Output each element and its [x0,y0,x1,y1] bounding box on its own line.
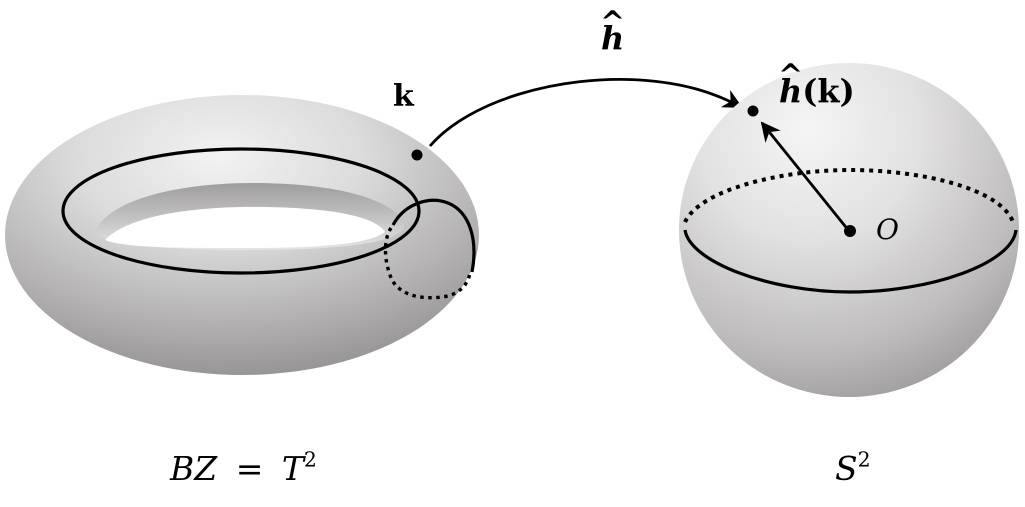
label-hk: ^ h (k) [778,61,855,110]
torus [5,95,479,375]
caption-torus: BZ = T2 [170,449,317,488]
hat-symbol: ^ [600,5,626,40]
sphere-equator-front [683,229,1018,294]
label-k-text: k [393,79,414,114]
origin-text: O [876,213,899,246]
hat-h-hk: ^ h [778,61,803,110]
caption-s: S [835,449,858,488]
sphere-equator-back [683,167,1015,223]
sphere [679,63,1019,397]
caption-t: T [281,449,304,488]
torus-longitudinal-loop [61,147,421,275]
label-k: k [393,82,414,112]
caption-t-exponent: 2 [303,447,317,472]
h-symbol: h [601,19,625,57]
torus-hole [105,206,385,248]
origin-dot [844,225,856,237]
h-symbol-hk: h [779,72,803,110]
hat-h: ^ h [600,8,625,57]
hat-symbol-hk: ^ [778,58,804,93]
label-map-h: ^ h [600,8,625,57]
caption-bz: BZ [170,449,218,488]
torus-meridional-loop-back [383,227,472,300]
k-argument: (k) [802,72,855,110]
torus-meridional-loop-front [391,198,476,273]
caption-equals: = [235,449,264,488]
caption-s-exponent: 2 [857,447,871,472]
map-arrow-h [428,78,743,147]
point-hk-dot [747,105,759,117]
caption-sphere: S2 [835,449,871,488]
point-k-dot [411,149,423,161]
label-origin: O [876,216,899,244]
radius-vector [760,121,851,232]
